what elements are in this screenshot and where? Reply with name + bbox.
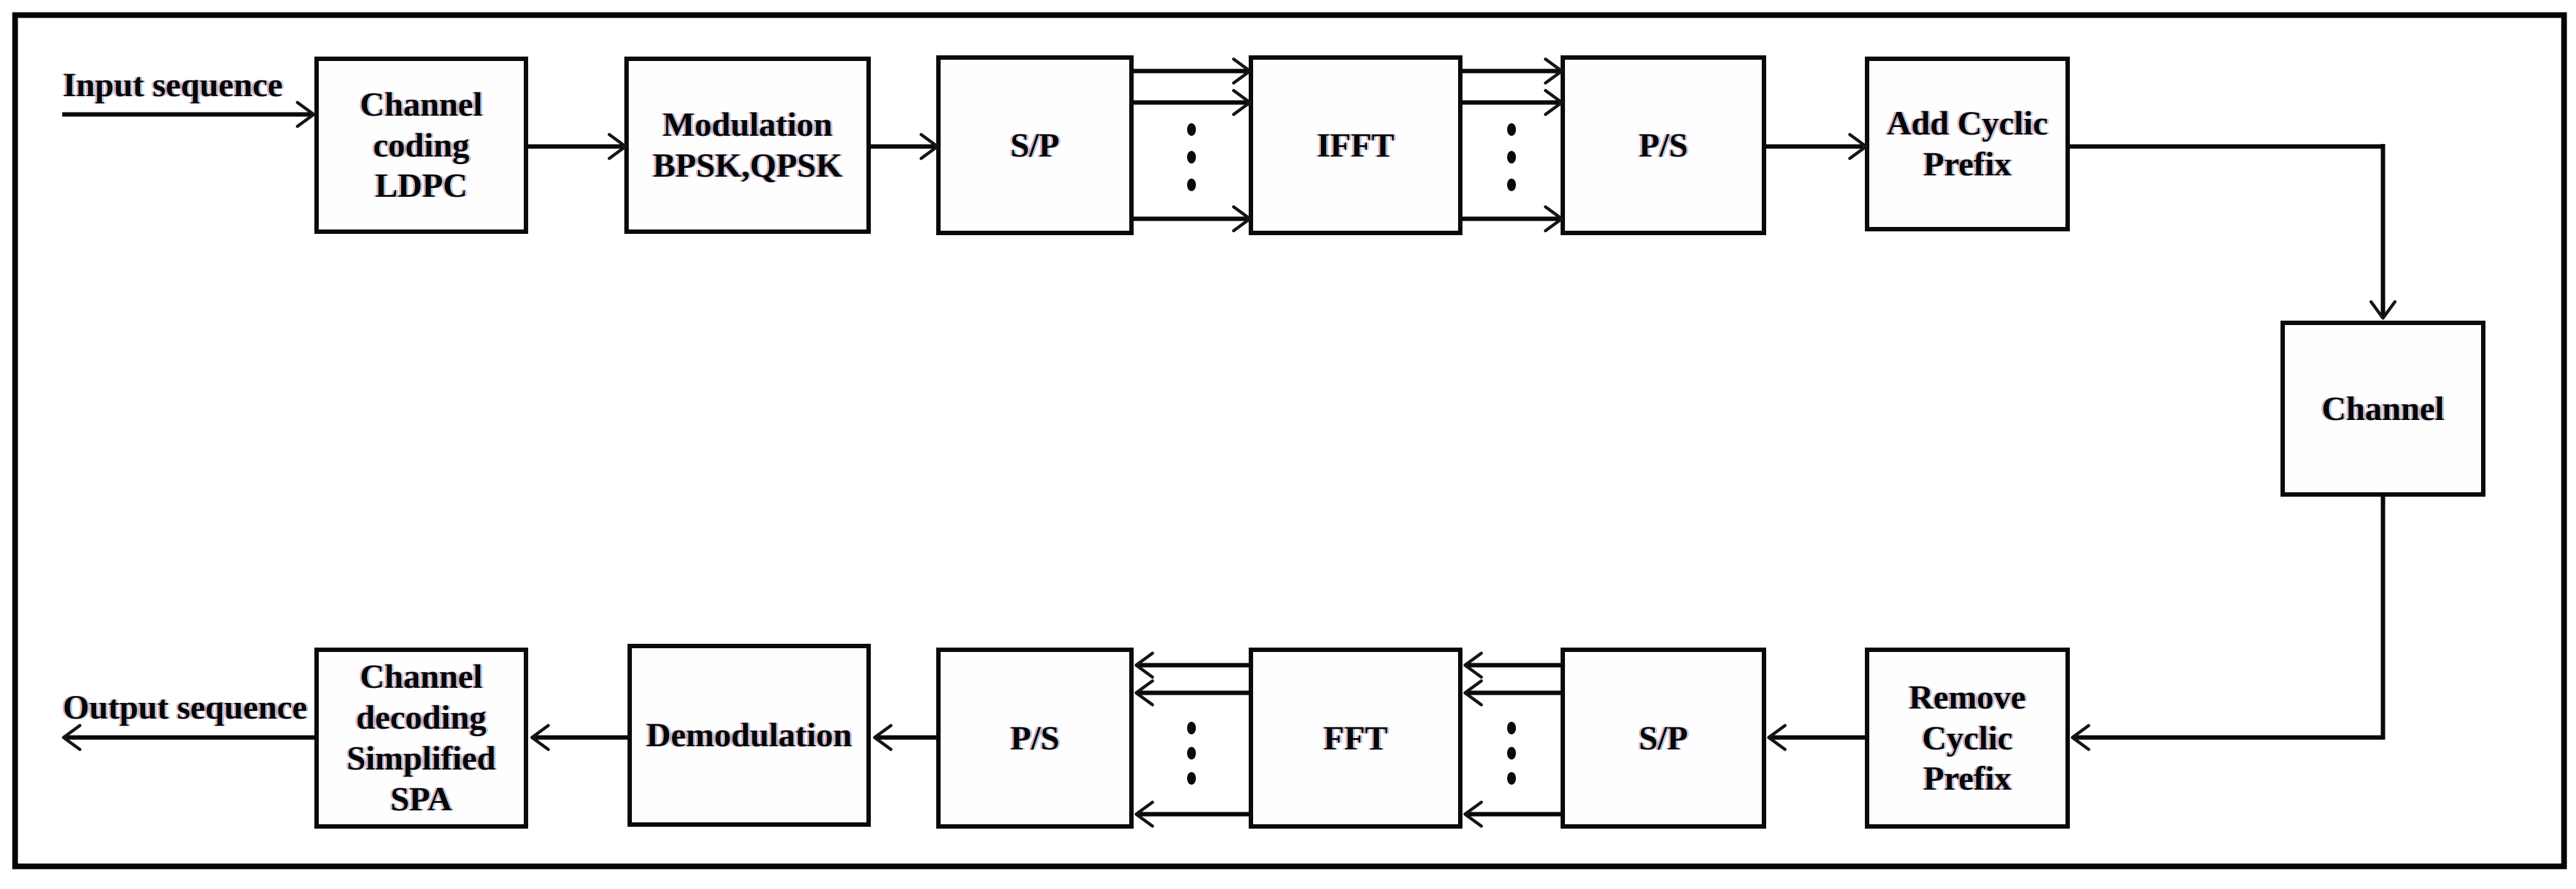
parallel-bundle-ifft-to-ps (1462, 57, 1564, 233)
block-channel-decoding-label: Channel decoding Simplified SPA (346, 658, 496, 818)
block-channel: Channel (2280, 321, 2485, 497)
arrow-removecp-to-sp (1767, 724, 1865, 751)
block-sp-top-label: S/P (1010, 126, 1060, 164)
parallel-ellipsis-dots (1507, 123, 1516, 191)
arrowhead-right-icon (607, 133, 627, 160)
block-modulation: Modulation BPSK,QPSK (624, 57, 871, 234)
block-add-cyclic-prefix: Add Cyclic Prefix (1865, 57, 2070, 231)
block-fft: FFT (1249, 648, 1462, 829)
arrowhead-left-icon (1134, 679, 1154, 707)
arrow-modulation-to-sp (871, 133, 939, 160)
output-sequence-label: Output sequence (63, 688, 307, 726)
block-ps-bottom-label: P/S (1010, 719, 1060, 757)
arrow-addcp-to-channel (2070, 144, 2397, 320)
block-ifft: IFFT (1249, 55, 1462, 235)
input-sequence-label: Input sequence (63, 66, 283, 104)
arrowhead-right-icon (1544, 89, 1564, 116)
arrowhead-left-icon (873, 724, 893, 751)
arrowhead-left-icon (62, 724, 82, 751)
arrow-input (62, 101, 316, 128)
arrowhead-right-icon (1232, 57, 1252, 85)
arrowhead-left-icon (1463, 679, 1483, 707)
arrowhead-right-icon (296, 101, 316, 128)
arrowhead-left-icon (1134, 800, 1154, 828)
block-channel-coding-label: Channel coding LDPC (360, 85, 483, 205)
block-ifft-label: IFFT (1317, 126, 1395, 164)
block-ps-top: P/S (1561, 55, 1766, 235)
arrowhead-right-icon (919, 133, 939, 160)
block-sp-bottom-label: S/P (1639, 719, 1688, 757)
parallel-bundle-fft-to-ps (1134, 651, 1249, 828)
arrowhead-right-icon (1232, 89, 1252, 116)
arrow-ps-to-demodulation (873, 724, 936, 751)
block-fft-label: FFT (1324, 719, 1388, 757)
arrow-coding-to-modulation (528, 133, 627, 160)
block-sp-top: S/P (936, 55, 1134, 235)
block-modulation-label: Modulation BPSK,QPSK (653, 106, 843, 184)
arrowhead-right-icon (1232, 205, 1252, 233)
arrowhead-left-icon (1463, 800, 1483, 828)
block-demodulation: Demodulation (627, 644, 871, 827)
arrowhead-right-icon (1848, 133, 1868, 160)
block-ps-top-label: P/S (1639, 126, 1688, 164)
arrowhead-right-icon (1544, 57, 1564, 85)
arrowhead-left-icon (1134, 651, 1154, 679)
arrow-channel-to-removecp (2070, 497, 2385, 751)
parallel-ellipsis-dots (1507, 722, 1516, 785)
arrowhead-left-icon (530, 724, 550, 751)
arrow-demodulation-to-decoding (530, 724, 627, 751)
arrowhead-left-icon (1463, 651, 1483, 679)
arrow-ps-to-addcp (1766, 133, 1868, 160)
block-demodulation-label: Demodulation (646, 716, 853, 754)
arrow-output (62, 724, 314, 751)
block-remove-cyclic-prefix-label: Remove Cyclic Prefix (1909, 678, 2026, 798)
parallel-ellipsis-dots (1187, 722, 1196, 785)
block-sp-bottom: S/P (1561, 648, 1766, 829)
block-ps-bottom: P/S (936, 648, 1134, 829)
parallel-bundle-sp-to-ifft (1134, 57, 1252, 233)
block-channel-label: Channel (2321, 389, 2445, 428)
arrowhead-left-icon (2070, 724, 2091, 751)
arrowhead-left-icon (1767, 724, 1787, 751)
arrowhead-down-icon (2369, 300, 2397, 320)
parallel-ellipsis-dots (1187, 123, 1196, 191)
arrowhead-right-icon (1544, 205, 1564, 233)
parallel-bundle-sp-to-fft (1463, 651, 1561, 828)
block-add-cyclic-prefix-label: Add Cyclic Prefix (1886, 104, 2048, 183)
block-channel-coding: Channel coding LDPC (314, 57, 528, 234)
block-remove-cyclic-prefix: Remove Cyclic Prefix (1865, 648, 2070, 829)
block-channel-decoding: Channel decoding Simplified SPA (314, 648, 528, 829)
